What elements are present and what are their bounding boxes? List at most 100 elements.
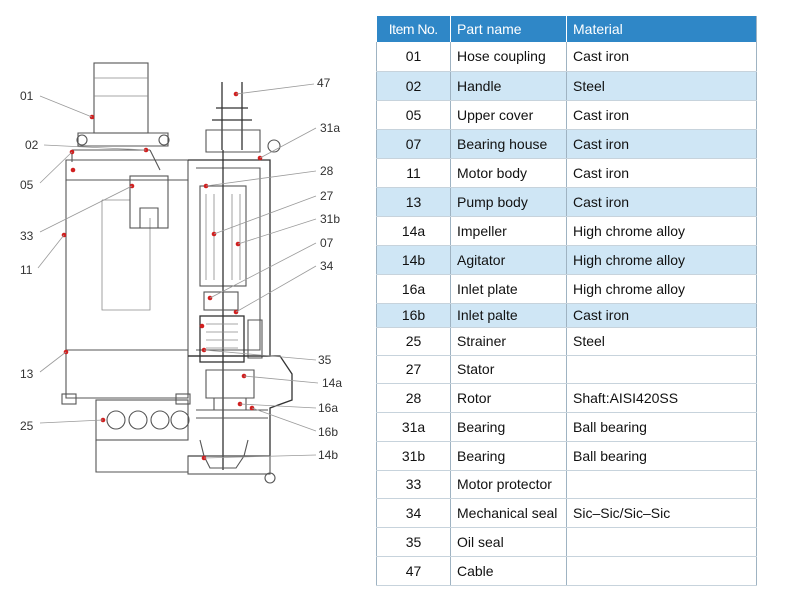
cell-part-name: Bearing (450, 412, 567, 442)
callout-35: 35 (318, 353, 332, 367)
callout-14b: 14b (318, 448, 338, 462)
header-part-name: Part name (450, 16, 567, 42)
hose-coupling-shape (93, 62, 149, 134)
cell-item-no: 34 (376, 498, 451, 528)
cell-part-name: Oil seal (450, 527, 567, 557)
callout-34: 34 (320, 259, 334, 273)
callout-11: 11 (20, 263, 33, 277)
cell-part-name: Motor body (450, 158, 567, 188)
cell-material: High chrome alloy (566, 274, 757, 304)
cell-part-name: Handle (450, 71, 567, 101)
callout-labels: 01 02 05 33 11 13 25 47 31a 28 27 31b 07… (20, 76, 342, 462)
callout-14a: 14a (322, 376, 342, 390)
cell-material: Ball bearing (566, 441, 757, 471)
cell-item-no: 02 (376, 71, 451, 101)
cell-material: High chrome alloy (566, 216, 757, 246)
header-material: Material (566, 16, 757, 42)
cell-material: Steel (566, 71, 757, 101)
cell-part-name: Pump body (450, 187, 567, 217)
cell-part-name: Motor protector (450, 470, 567, 499)
cell-item-no: 14a (376, 216, 451, 246)
cell-part-name: Bearing (450, 441, 567, 471)
callout-16a: 16a (318, 401, 338, 415)
cell-part-name: Bearing house (450, 129, 567, 159)
cell-part-name: Stator (450, 355, 567, 384)
cell-material: High chrome alloy (566, 245, 757, 275)
callout-16b: 16b (318, 425, 338, 439)
table-header-row: Item No. Part name Material (376, 16, 757, 42)
callout-28: 28 (320, 164, 334, 178)
cell-item-no: 31a (376, 412, 451, 442)
cell-part-name: Upper cover (450, 100, 567, 130)
cell-material: Cast iron (566, 187, 757, 217)
mechanical-seal-shape (199, 315, 245, 363)
callout-31b: 31b (320, 212, 340, 226)
agitator-shape (199, 439, 249, 469)
cell-material: Cast iron (566, 129, 757, 159)
cell-material (566, 527, 757, 557)
cell-item-no: 47 (376, 556, 451, 586)
leader-lines (37, 83, 319, 459)
cable-shape (212, 82, 252, 150)
callout-33: 33 (20, 229, 34, 243)
cell-item-no: 14b (376, 245, 451, 275)
callout-27: 27 (320, 189, 334, 203)
cell-item-no: 28 (376, 383, 451, 413)
callout-25: 25 (20, 419, 34, 433)
cell-material (566, 556, 757, 586)
callout-13: 13 (20, 367, 34, 381)
callout-05: 05 (20, 178, 34, 192)
header-item-no: Item No. (376, 16, 451, 42)
cell-material (566, 355, 757, 384)
cell-item-no: 07 (376, 129, 451, 159)
cell-part-name: Rotor (450, 383, 567, 413)
cell-item-no: 01 (376, 42, 451, 72)
cell-material: Cast iron (566, 100, 757, 130)
callout-02: 02 (25, 138, 39, 152)
cell-item-no: 13 (376, 187, 451, 217)
strainer-shape (95, 399, 189, 441)
cell-material (566, 470, 757, 499)
pump-cross-section-drawing: 01 02 05 33 11 13 25 47 31a 28 27 31b 07… (20, 62, 342, 484)
cell-item-no: 35 (376, 527, 451, 557)
cell-item-no: 05 (376, 100, 451, 130)
callout-01: 01 (20, 89, 34, 103)
cell-item-no: 25 (376, 327, 451, 356)
cell-item-no: 16a (376, 274, 451, 304)
cell-part-name: Hose coupling (450, 42, 567, 72)
cell-material: Cast iron (566, 42, 757, 72)
upper-cover-shape (65, 159, 189, 181)
cell-item-no: 16b (376, 303, 451, 328)
cell-part-name: Cable (450, 556, 567, 586)
cell-part-name: Impeller (450, 216, 567, 246)
cell-item-no: 11 (376, 158, 451, 188)
motor-body-shape (65, 180, 189, 351)
callout-47: 47 (317, 76, 331, 90)
cell-item-no: 27 (376, 355, 451, 384)
cell-material: Sic–Sic/Sic–Sic (566, 498, 757, 528)
cell-part-name: Strainer (450, 327, 567, 356)
cell-material: Shaft:AISI420SS (566, 383, 757, 413)
cell-part-name: Agitator (450, 245, 567, 275)
cell-part-name: Inlet plate (450, 274, 567, 304)
cell-item-no: 31b (376, 441, 451, 471)
